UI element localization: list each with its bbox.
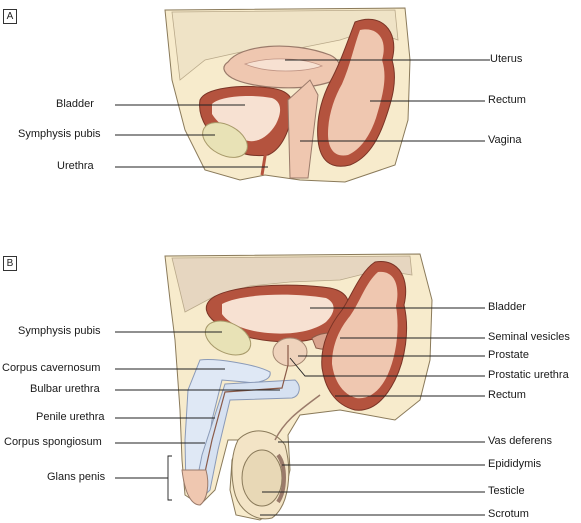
label-b-bladder: Bladder: [488, 301, 526, 313]
panel-b-illustration: [164, 253, 433, 521]
b-testicle: [241, 449, 283, 507]
a-peritoneum: [171, 9, 399, 81]
label-a-uterus: Uterus: [490, 53, 523, 65]
b-glans: [181, 469, 209, 506]
a-rectum-lumen: [328, 29, 385, 156]
label-b-glans-penis: Glans penis: [47, 471, 106, 483]
label-b-corpus-cavernosum: Corpus cavernosum: [2, 362, 101, 374]
a-urethra: [260, 149, 268, 176]
label-b-vas-deferens: Vas deferens: [488, 435, 553, 447]
leader-b-glans-bracket: [115, 455, 172, 501]
label-b-prostate: Prostate: [488, 349, 529, 361]
label-b-seminal-vesicles: Seminal vesicles: [488, 331, 570, 343]
b-peritoneum: [171, 255, 413, 313]
label-a-symphysis-pubis: Symphysis pubis: [18, 128, 101, 140]
b-vas-deferens: [274, 394, 321, 441]
panel-a-tag: A: [3, 9, 17, 24]
panel-a-illustration: [164, 7, 411, 183]
a-vagina: [287, 79, 319, 179]
b-symphysis-pubis: [204, 320, 252, 356]
label-a-bladder: Bladder: [56, 98, 94, 110]
leader-b-prostatic-urethra: [289, 357, 485, 377]
label-a-rectum: Rectum: [488, 94, 526, 106]
label-b-symphysis-pubis: Symphysis pubis: [18, 325, 101, 337]
leader-lines: [115, 59, 490, 516]
panel-b-tag: B: [3, 256, 17, 271]
label-b-testicle: Testicle: [488, 485, 525, 497]
b-bladder-lumen: [222, 294, 334, 334]
a-uterus-inner: [243, 58, 324, 72]
b-epididymis: [276, 453, 286, 504]
label-b-prostatic-urethra: Prostatic urethra: [488, 369, 569, 381]
label-b-bulbar-urethra: Bulbar urethra: [30, 383, 100, 395]
a-symphysis-pubis: [202, 122, 248, 158]
b-prostate: [272, 337, 308, 367]
label-a-vagina: Vagina: [488, 134, 522, 146]
label-b-scrotum: Scrotum: [488, 508, 529, 520]
label-b-penile-urethra: Penile urethra: [36, 411, 105, 423]
label-b-corpus-spongiosum: Corpus spongiosum: [4, 436, 102, 448]
label-b-epididymis: Epididymis: [488, 458, 542, 470]
label-a-urethra: Urethra: [57, 160, 94, 172]
b-rectum-lumen: [332, 271, 398, 399]
label-b-rectum: Rectum: [488, 389, 526, 401]
